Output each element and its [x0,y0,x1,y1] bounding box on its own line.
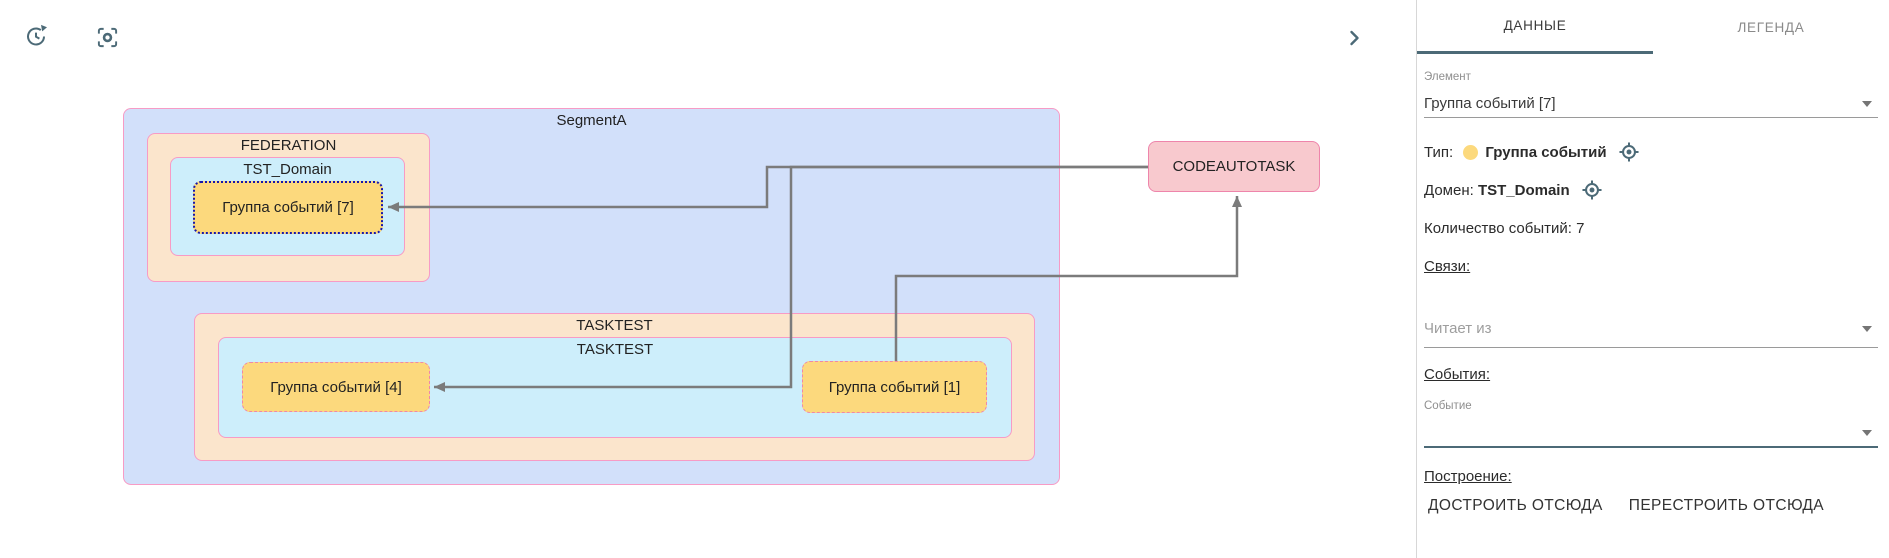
locate-type-target-icon[interactable] [1618,141,1640,163]
reads-from-placeholder: Читает из [1424,320,1492,337]
node-codeautotask[interactable]: CODEAUTOTASK [1148,141,1320,192]
node-segmentA-label: SegmentA [556,112,627,129]
events-heading: События: [1424,366,1491,383]
events-count-row: Количество событий: 7 [1424,220,1585,237]
domain-row: Домен: TST_Domain [1424,179,1603,201]
node-tasktest-inner-label: TASKTEST [576,341,654,358]
event-select-underline [1424,446,1878,448]
domain-value: TST_Domain [1477,181,1570,199]
element-select-underline [1424,117,1878,118]
element-select-chevron-down-icon[interactable] [1862,101,1872,107]
node-event-group-1-label: Группа событий [1] [828,378,961,396]
center-focus-icon[interactable] [96,26,119,54]
details-panel: ДАННЫЕ ЛЕГЕНДА Элемент Группа событий [7… [1416,0,1889,558]
node-event-group-4-label: Группа событий [4] [270,378,402,396]
tab-data[interactable]: ДАННЫЕ [1417,0,1653,54]
node-event-group-7-selected[interactable]: Группа событий [7] [193,181,383,234]
extend-from-here-button[interactable]: ДОСТРОИТЬ ОТСЮДА [1421,492,1610,520]
links-heading: Связи: [1424,258,1471,275]
node-federation-label: FEDERATION [240,137,337,154]
node-event-group-1[interactable]: Группа событий [1] [802,361,987,413]
type-label: Тип: [1424,143,1458,161]
element-select-label: Элемент [1424,71,1471,83]
domain-label: Домен: [1424,181,1478,199]
event-select-chevron-down-icon[interactable] [1862,430,1872,436]
reads-from-chevron-down-icon[interactable] [1862,326,1872,332]
reads-from-underline [1424,347,1878,348]
chevron-right-icon[interactable] [1342,26,1366,55]
event-select-label: Событие [1424,400,1472,412]
node-tasktest-outer-label: TASKTEST [576,317,653,334]
locate-domain-target-icon[interactable] [1581,179,1603,201]
type-value: Группа событий [1485,143,1607,161]
node-tst-domain-label: TST_Domain [243,161,332,178]
element-select-value: Группа событий [7] [1424,95,1556,112]
type-row: Тип: Группа событий [1424,141,1640,163]
build-heading: Построение: [1424,468,1512,485]
tab-legend[interactable]: ЛЕГЕНДА [1737,19,1805,35]
build-buttons-row: ДОСТРОИТЬ ОТСЮДА ПЕРЕСТРОИТЬ ОТСЮДА [1421,492,1831,520]
node-codeautotask-label: CODEAUTOTASK [1172,158,1296,175]
node-event-group-7-label: Группа событий [7] [222,199,354,216]
panel-tabs: ДАННЫЕ ЛЕГЕНДА [1417,0,1889,54]
history-refresh-icon[interactable] [24,24,48,53]
event-group-color-swatch [1463,144,1479,160]
reads-from-select[interactable]: Читает из [1424,320,1492,337]
element-select[interactable]: Группа событий [7] [1424,95,1556,112]
node-event-group-4[interactable]: Группа событий [4] [242,362,430,412]
rebuild-from-here-button[interactable]: ПЕРЕСТРОИТЬ ОТСЮДА [1622,492,1831,520]
